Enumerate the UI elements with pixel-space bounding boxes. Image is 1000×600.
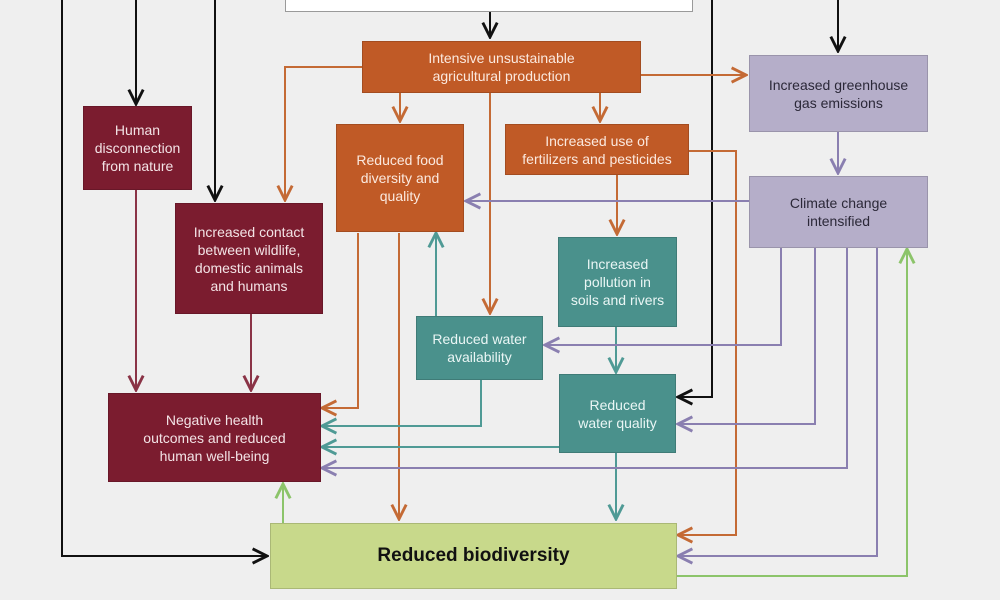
edge-climate-to-biodiversity bbox=[678, 247, 878, 556]
node-reduced-biodiversity: Reduced biodiversity bbox=[270, 523, 677, 589]
edge-fertilizers-to-biodiversity bbox=[678, 150, 737, 535]
edge-climate-to-health bbox=[322, 247, 848, 468]
edge-climate-to-water-quality bbox=[678, 247, 816, 424]
node-greenhouse-gas: Increased greenhouse gas emissions bbox=[749, 55, 928, 132]
edge-food-to-health bbox=[322, 233, 359, 408]
top-source-box bbox=[285, 0, 693, 12]
node-climate-change: Climate change intensified bbox=[749, 176, 928, 248]
node-water-availability: Reduced water availability bbox=[416, 316, 543, 380]
node-human-disconnection: Human disconnection from nature bbox=[83, 106, 192, 190]
edge-climate-to-water-availability bbox=[545, 247, 782, 345]
node-pollution: Increased pollution in soils and rivers bbox=[558, 237, 677, 327]
edge-to-biodiversity-left bbox=[61, 0, 267, 556]
node-food-diversity: Reduced food diversity and quality bbox=[336, 124, 464, 232]
node-fertilizers-pesticides: Increased use of fertilizers and pestici… bbox=[505, 124, 689, 175]
node-wildlife-contact: Increased contact between wildlife, dome… bbox=[175, 203, 323, 314]
edge-to-water-quality bbox=[678, 0, 713, 397]
node-water-quality: Reduced water quality bbox=[559, 374, 676, 453]
edge-water-availability-to-health bbox=[322, 379, 482, 426]
edge-agriculture-to-wildlife bbox=[285, 66, 362, 200]
node-health-outcomes: Negative health outcomes and reduced hum… bbox=[108, 393, 321, 482]
node-intensive-agriculture: Intensive unsustainable agricultural pro… bbox=[362, 41, 641, 93]
edge-biodiversity-to-climate bbox=[677, 249, 907, 577]
